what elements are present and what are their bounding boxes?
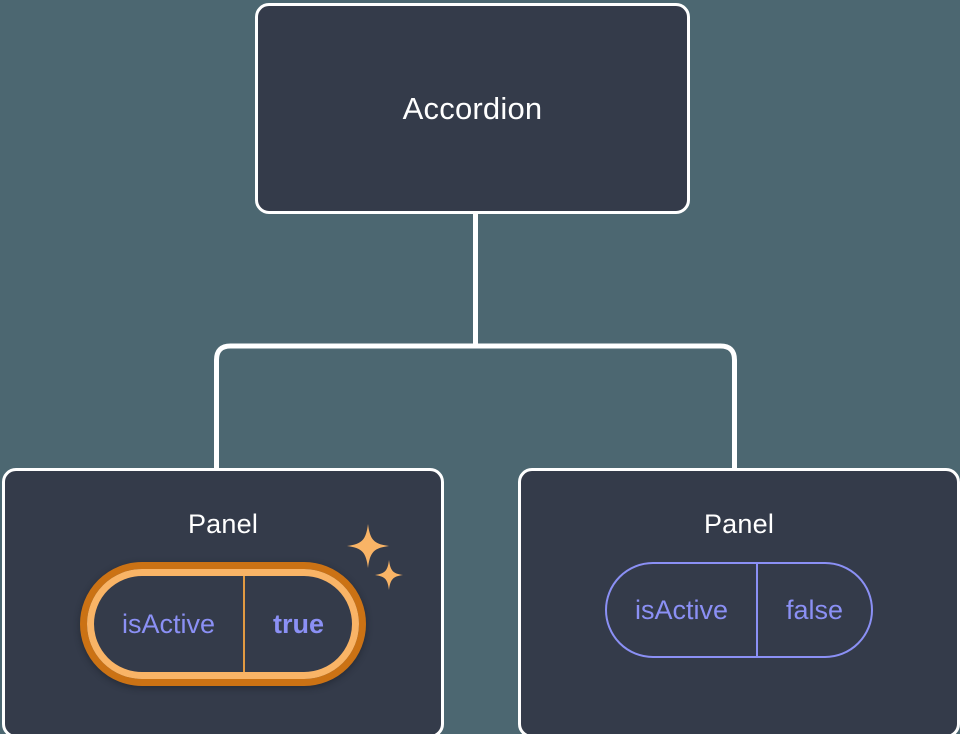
prop-pill-active-inner: isActive true — [86, 569, 360, 679]
sparkles-group — [347, 524, 404, 590]
prop-pill-active[interactable]: isActive true — [79, 562, 367, 686]
node-panel-left[interactable]: Panel isActive true — [2, 468, 444, 734]
prop-value-left: true — [243, 576, 352, 672]
prop-pill-left-wrap: isActive true — [79, 524, 404, 686]
sparkle-small-icon — [375, 560, 404, 590]
node-accordion-title: Accordion — [402, 91, 543, 126]
node-accordion[interactable]: Accordion — [255, 3, 690, 214]
prop-value-right: false — [755, 564, 871, 656]
node-panel-left-title: Panel — [187, 509, 259, 539]
node-panel-right[interactable]: Panel isActive false — [518, 468, 960, 734]
node-panel-right-title: Panel — [703, 509, 775, 539]
prop-pill-inactive[interactable]: isActive false — [604, 562, 874, 658]
edge-to-left-panel — [214, 343, 476, 468]
prop-name-left: isActive — [121, 608, 215, 639]
edge-to-right-panel — [475, 343, 737, 468]
prop-name-right: isActive — [634, 594, 728, 625]
prop-pill-right-wrap: isActive false — [604, 562, 874, 658]
sparkle-large-icon — [347, 524, 390, 568]
